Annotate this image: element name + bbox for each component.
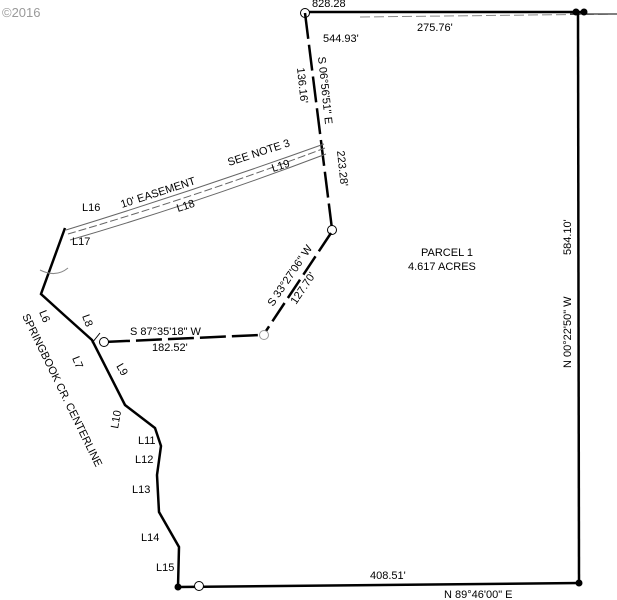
line-label-l18: L18 — [175, 198, 196, 215]
easement-edge-south — [69, 153, 327, 241]
line-label-l7: L7 — [69, 355, 85, 371]
east-length-dim: 584.10' — [562, 219, 574, 255]
mid-length-dim: 182.52' — [152, 342, 188, 354]
line-label-l15: L15 — [156, 562, 174, 574]
line-label-l12: L12 — [135, 454, 153, 466]
south-length-dim: 408.51' — [370, 570, 406, 582]
west-upper-line — [303, 12, 334, 230]
middle-line — [103, 333, 261, 344]
line-label-l8: L8 — [79, 313, 94, 329]
line-label-l9: L9 — [113, 362, 130, 379]
easement-edge-north — [65, 143, 325, 231]
diagonal-line — [262, 232, 333, 335]
west-upper-sub2: 223.28' — [334, 150, 350, 187]
creek-centerline-label: SPRINGBOOK CR. CENTERLINE — [19, 312, 104, 469]
angle-point-monument — [327, 225, 337, 235]
corner-monument-se — [575, 579, 583, 587]
south-bearing-dim: N 89°46'00" E — [444, 589, 513, 600]
south-monument — [194, 581, 204, 591]
line-label-l10: L10 — [109, 409, 124, 429]
top-total-dim: 828.28 — [312, 0, 346, 10]
line-label-l14: L14 — [141, 532, 159, 544]
west-upper-sub1: 136.16' — [294, 67, 310, 104]
south-boundary-line — [177, 581, 581, 589]
mid-bearing-dim: S 87°35'18" W — [130, 326, 202, 338]
line-label-l11: L11 — [138, 435, 156, 447]
parcel-name: PARCEL 1 — [421, 247, 473, 259]
copyright-text: ©2016 — [2, 5, 41, 20]
line-label-l16: L16 — [82, 202, 100, 214]
line-label-l13: L13 — [132, 484, 150, 496]
corner-monument-ne-b — [580, 8, 588, 16]
top-part-dim: 275.76' — [417, 22, 453, 34]
easement-centerline — [67, 147, 326, 235]
line-label-l17: L17 — [72, 236, 90, 248]
line-label-l6: L6 — [36, 309, 52, 325]
line-label-l19: L19 — [270, 158, 291, 175]
diagonal-end-monument — [259, 330, 269, 340]
east-bearing-dim: N 00°22'50" W — [562, 296, 574, 368]
creek-traverse-line — [39, 227, 181, 588]
parcel-area: 4.617 ACRES — [408, 261, 476, 273]
east-boundary-line — [576, 11, 581, 584]
creek-arc — [39, 267, 69, 274]
west-upper-dim: 544.93' — [323, 33, 359, 45]
middle-west-monument — [99, 337, 109, 347]
